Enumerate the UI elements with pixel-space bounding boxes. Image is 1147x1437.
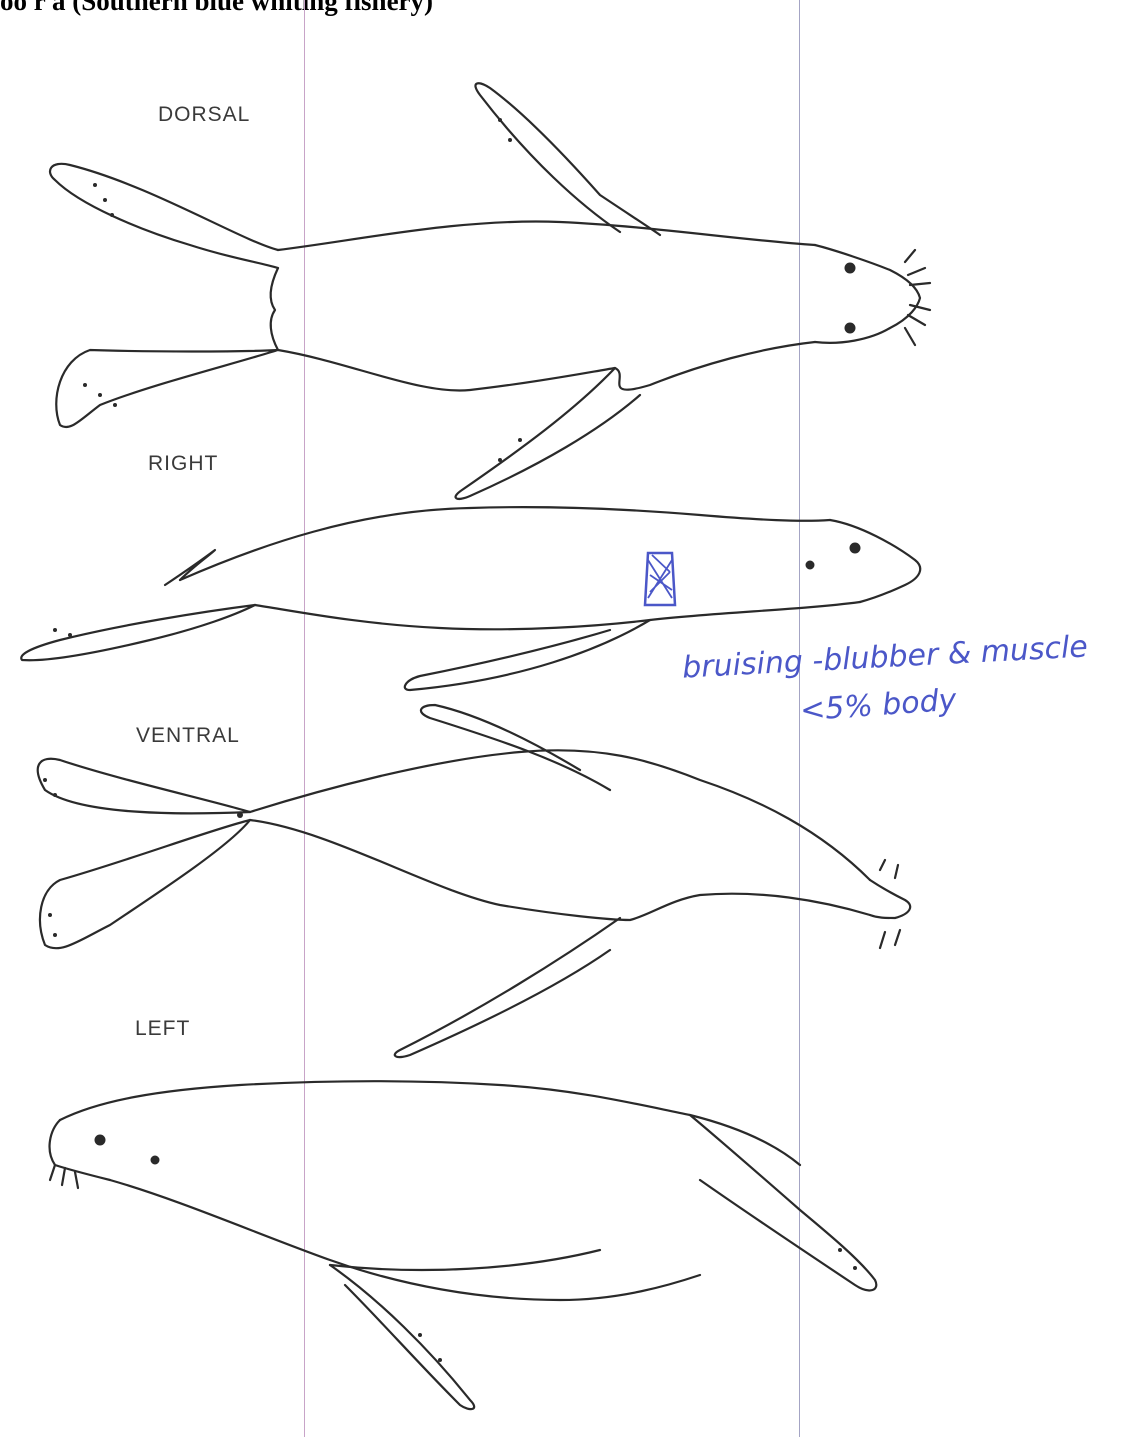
left-hindflipper [690, 1115, 876, 1290]
right-foreflipper [405, 620, 650, 690]
sea-lion-ventral-view [38, 705, 910, 1057]
right-belly [255, 602, 860, 629]
left-head [50, 1120, 110, 1180]
right-body-back [180, 507, 830, 580]
sea-lion-left-view [50, 1081, 877, 1409]
right-head [830, 520, 920, 602]
ventral-whiskers [880, 860, 900, 948]
ventral-upper-foreflipper [421, 705, 610, 790]
ventral-body-lower [250, 820, 870, 920]
right-features [53, 543, 860, 637]
sea-lion-dorsal-view [50, 83, 930, 499]
bruise-marking [645, 553, 675, 605]
dorsal-whiskers [905, 250, 930, 345]
ventral-upper-hindflipper [38, 759, 250, 814]
left-belly [110, 1180, 700, 1300]
left-features [95, 1135, 857, 1362]
ventral-lower-foreflipper [395, 918, 620, 1057]
dorsal-tail-notch [271, 268, 278, 350]
ventral-body-upper [250, 750, 870, 880]
right-hindflipper [21, 605, 255, 660]
left-lower-body-line [330, 1250, 600, 1270]
dorsal-lower-hindflipper [56, 350, 278, 427]
dorsal-body-lower [278, 342, 815, 391]
left-foreflipper [330, 1265, 474, 1409]
left-body-back [60, 1081, 800, 1165]
left-whiskers [50, 1165, 78, 1188]
dorsal-body-upper [278, 222, 815, 250]
ventral-head [870, 880, 910, 918]
dorsal-claw-marks [83, 118, 855, 462]
ventral-lower-hindflipper [40, 820, 250, 948]
dorsal-upper-hindflipper [50, 164, 278, 268]
dorsal-upper-foreflipper [475, 83, 660, 235]
